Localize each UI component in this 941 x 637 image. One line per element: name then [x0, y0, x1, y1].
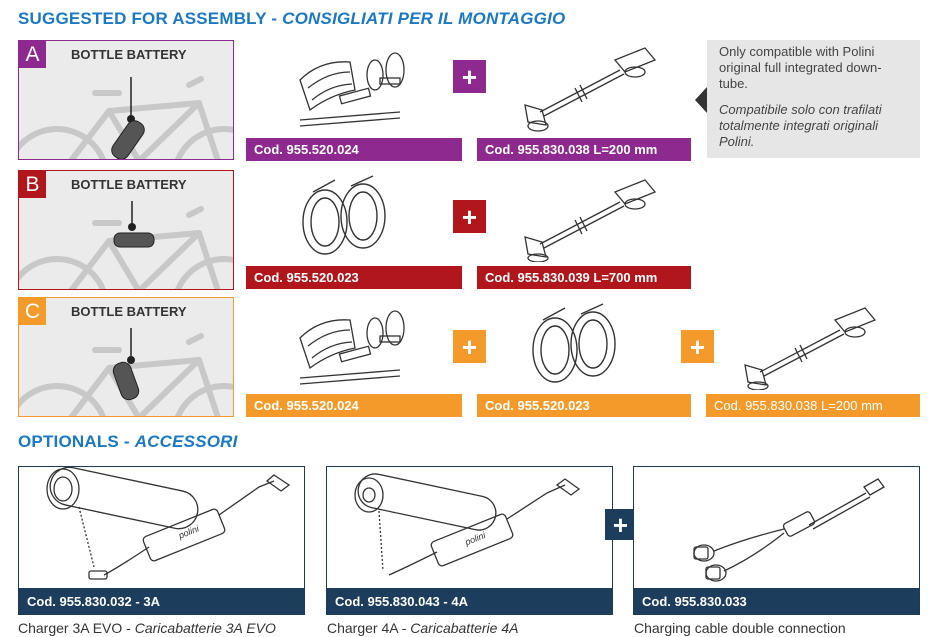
option-letter-b: B [19, 171, 46, 198]
code-label-a2: Cod. 955.830.038 L=200 mm [477, 138, 691, 161]
panel-title: BOTTLE BATTERY [71, 177, 187, 192]
bike-frame-illustration [19, 328, 233, 416]
cable-connector-image [524, 179, 657, 262]
caption-text: Charging cable double connection [634, 620, 846, 636]
cable-connector-image [744, 307, 877, 390]
strap-clamps-image [302, 175, 386, 255]
code-label-b2: Cod. 955.830.039 L=700 mm [477, 266, 691, 289]
note-pointer [695, 87, 707, 113]
optionals-heading-text: OPTIONALS [18, 432, 119, 451]
optional-card-charger-3a: polini Cod. 955.830.032 - 3A [18, 466, 305, 615]
caption-text: Charger 4A [327, 620, 398, 636]
code-label-c2: Cod. 955.520.023 [477, 394, 691, 417]
optional-caption-1: Charger 3A EVO - Caricabatterie 3A EVO [18, 620, 276, 636]
code-label-a1: Cod. 955.520.024 [246, 138, 462, 161]
caption-italic: Caricabatterie 4A [410, 620, 519, 636]
cable-connector-image [524, 47, 657, 132]
code-label-c1: Cod. 955.520.024 [246, 394, 462, 417]
bottle-cage-adapter-image [299, 310, 405, 385]
optional-card-charging-cable: Cod. 955.830.033 [633, 466, 920, 615]
bottle-cage-adapter-image [299, 52, 405, 127]
optionals-heading-italic: ACCESSORI [134, 432, 238, 451]
bike-panel-c: C BOTTLE BATTERY [18, 297, 234, 417]
optionals-heading: OPTIONALS - ACCESSORI [18, 432, 238, 452]
heading-separator: - [118, 432, 135, 451]
code-label-b1: Cod. 955.520.023 [246, 266, 462, 289]
charging-cable-image [693, 478, 885, 582]
bike-panel-a: A BOTTLE BATTERY [18, 40, 234, 160]
assembly-heading-text: SUGGESTED FOR ASSEMBLY [18, 9, 267, 28]
optional-code-bar: Cod. 955.830.033 [634, 588, 919, 614]
optional-caption-2: Charger 4A - Caricabatterie 4A [327, 620, 518, 636]
brand-logo: polini [176, 523, 201, 541]
optional-code-bar: Cod. 955.830.032 - 3A [19, 588, 304, 614]
optional-code-bar: Cod. 955.830.043 - 4A [327, 588, 612, 614]
bike-frame-illustration [19, 76, 233, 159]
optional-card-charger-4a: polini Cod. 955.830.043 - 4A [326, 466, 613, 615]
plus-icon: + [453, 60, 486, 93]
bike-frame-illustration [19, 201, 233, 289]
option-letter-c: C [19, 298, 46, 325]
charger-4a-image: polini [354, 473, 581, 576]
brand-logo: polini [463, 530, 488, 548]
plus-icon: + [453, 330, 486, 363]
heading-separator: - [266, 9, 283, 28]
option-letter-a: A [19, 41, 46, 68]
caption-italic: Caricabatterie 3A EVO [134, 620, 276, 636]
note-text: Only compatible with Polini original ful… [719, 44, 882, 91]
plus-icon: + [681, 330, 714, 363]
assembly-heading: SUGGESTED FOR ASSEMBLY - CONSIGLIATI PER… [18, 9, 565, 29]
caption-separator: - [397, 620, 411, 636]
plus-icon: + [605, 509, 636, 540]
caption-separator: - [122, 620, 135, 636]
charger-3a-image: polini [46, 467, 291, 580]
compatibility-note: Only compatible with Polini original ful… [707, 40, 920, 158]
optional-caption-3: Charging cable double connection [634, 620, 846, 636]
panel-title: BOTTLE BATTERY [71, 304, 187, 319]
assembly-heading-italic: CONSIGLIATI PER IL MONTAGGIO [282, 9, 566, 28]
plus-icon: + [453, 200, 486, 233]
code-label-c3: Cod. 955.830.038 L=200 mm [706, 394, 920, 417]
strap-clamps-image [532, 303, 616, 383]
panel-title: BOTTLE BATTERY [71, 47, 187, 62]
caption-text: Charger 3A EVO [18, 620, 123, 636]
note-text-italic: Compatibile solo con trafilati totalment… [719, 102, 882, 149]
bike-panel-b: B BOTTLE BATTERY [18, 170, 234, 290]
